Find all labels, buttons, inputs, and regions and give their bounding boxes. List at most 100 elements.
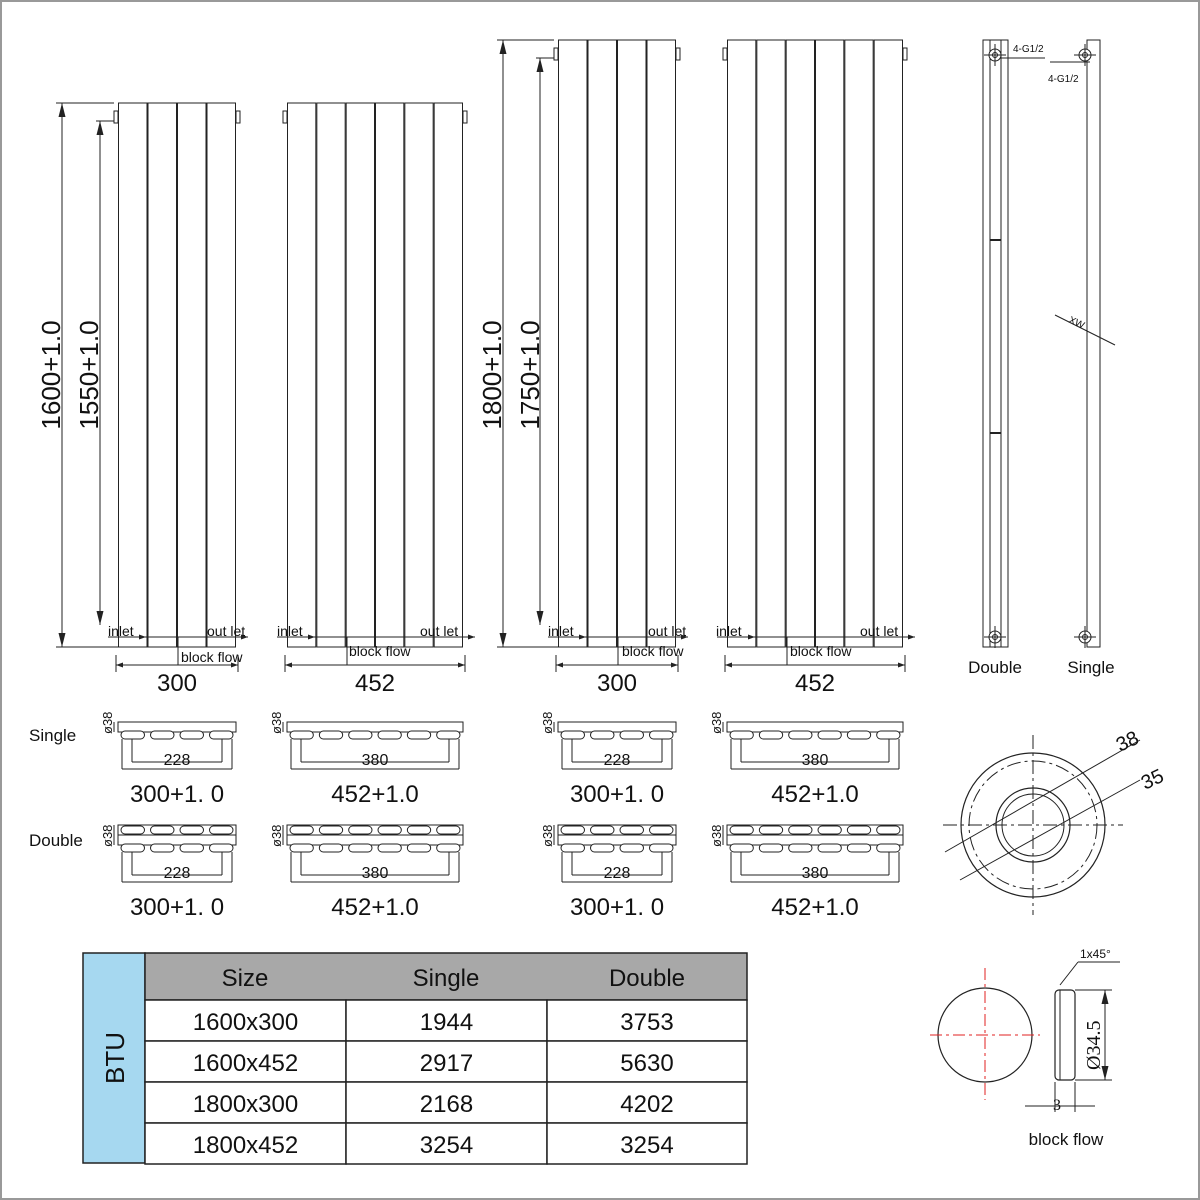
arrowhead [58, 633, 66, 647]
tube-section [590, 825, 615, 835]
tube-section [348, 843, 373, 853]
radiator-column [316, 102, 346, 648]
tube-section [179, 843, 204, 853]
radiator-column [815, 39, 845, 648]
tube-section [209, 843, 234, 853]
tube-section [846, 825, 872, 835]
arrowhead [536, 58, 544, 72]
inlet-label: inlet [277, 623, 303, 639]
inner-width-label: 228 [604, 865, 631, 882]
inner-width-label: 228 [604, 752, 631, 769]
double-row-label: Double [29, 831, 83, 850]
tube-section [590, 730, 615, 740]
arrowhead [898, 662, 905, 668]
wall-bracket [675, 47, 681, 61]
wall-bracket [113, 110, 119, 124]
overall-width-label: 300+1. 0 [570, 781, 664, 808]
tube-section [560, 730, 585, 740]
tube-section [318, 730, 344, 740]
tube-section [406, 730, 432, 740]
tube-section [758, 825, 784, 835]
table-cell [144, 999, 347, 1042]
radiator-column [844, 39, 874, 648]
single-side-profile [1086, 39, 1101, 648]
radiator-column [617, 39, 647, 648]
header-single: Single [413, 965, 480, 992]
panel-section [286, 834, 464, 846]
arrowhead [96, 121, 104, 135]
arrowhead [556, 662, 563, 668]
table-cell-value: 1944 [420, 1009, 473, 1036]
arrowhead [231, 662, 238, 668]
depth-label: ø38 [100, 825, 115, 847]
width-dimension: 300 [597, 670, 637, 697]
tube-section [788, 730, 813, 740]
overall-width-label: 452+1.0 [771, 781, 858, 808]
front-view-1600x452: inlet out let block flow 452 [277, 623, 458, 697]
overall-width-label: 300+1. 0 [570, 894, 664, 921]
outlet-label: out let [420, 623, 458, 639]
arrowhead [725, 662, 732, 668]
plug-side-profile [1054, 989, 1076, 1081]
tube-section [649, 843, 674, 853]
wall-bracket [902, 47, 908, 61]
front-view-1800x452: inlet out let block flow 452 [716, 623, 898, 697]
tube-section [318, 843, 344, 853]
radiator-column [118, 102, 148, 648]
tube-section [377, 730, 402, 740]
block-flow-detail: 1x45° Ø34.5 3 block flow [1029, 947, 1111, 1149]
chamfer-label: 1x45° [1080, 947, 1111, 961]
tube-section [348, 730, 373, 740]
panel-section [726, 721, 904, 733]
arrowhead [139, 634, 146, 640]
diameter-leader [944, 739, 1141, 853]
tube-section [150, 730, 175, 740]
inlet-label: inlet [548, 623, 574, 639]
thickness-label: 3 [1053, 1097, 1061, 1114]
overall-width-label: 300+1. 0 [130, 894, 224, 921]
height-dimension: 1800+1.0 [477, 320, 507, 429]
arrowhead [308, 634, 315, 640]
block-flow-caption: block flow [1029, 1130, 1104, 1149]
depth-label: ø38 [100, 712, 115, 734]
arrowhead [241, 634, 248, 640]
tube-section [179, 825, 204, 835]
diameter-leader [959, 779, 1141, 881]
tube-section [209, 730, 234, 740]
table-cell [546, 1122, 748, 1165]
tube-section [120, 843, 145, 853]
tube-section [758, 843, 784, 853]
wall-bracket [235, 110, 241, 124]
tube-section [377, 843, 402, 853]
radiator-column [345, 102, 375, 648]
inner-height-dimension: 1550+1.0 [74, 320, 104, 429]
inlet-label: inlet [716, 623, 742, 639]
overall-width-label: 300+1. 0 [130, 781, 224, 808]
bracket-leader [1054, 314, 1116, 346]
table-cell-value: 3254 [620, 1132, 673, 1159]
arrowhead [468, 634, 475, 640]
inner-width-label: 228 [164, 865, 191, 882]
tube-section [649, 730, 674, 740]
tube-section [436, 843, 461, 853]
table-cell-value: 2168 [420, 1091, 473, 1118]
table-cell-value: 1800x452 [193, 1132, 298, 1159]
table-cell [546, 1040, 748, 1083]
arrowhead [499, 40, 507, 54]
radiator-column [756, 39, 786, 648]
arrowhead [58, 103, 66, 117]
thread-label-double: 4-G1/2 [1013, 44, 1044, 55]
inner-width-label: 380 [802, 865, 829, 882]
block-flow-label: block flow [790, 643, 852, 659]
tube-section [619, 825, 644, 835]
tube-section [436, 730, 461, 740]
wall-bracket [462, 110, 468, 124]
arrowhead [499, 633, 507, 647]
tube-section [876, 843, 901, 853]
tube-section [846, 730, 872, 740]
tube-section [406, 843, 432, 853]
panel-section [117, 834, 237, 846]
